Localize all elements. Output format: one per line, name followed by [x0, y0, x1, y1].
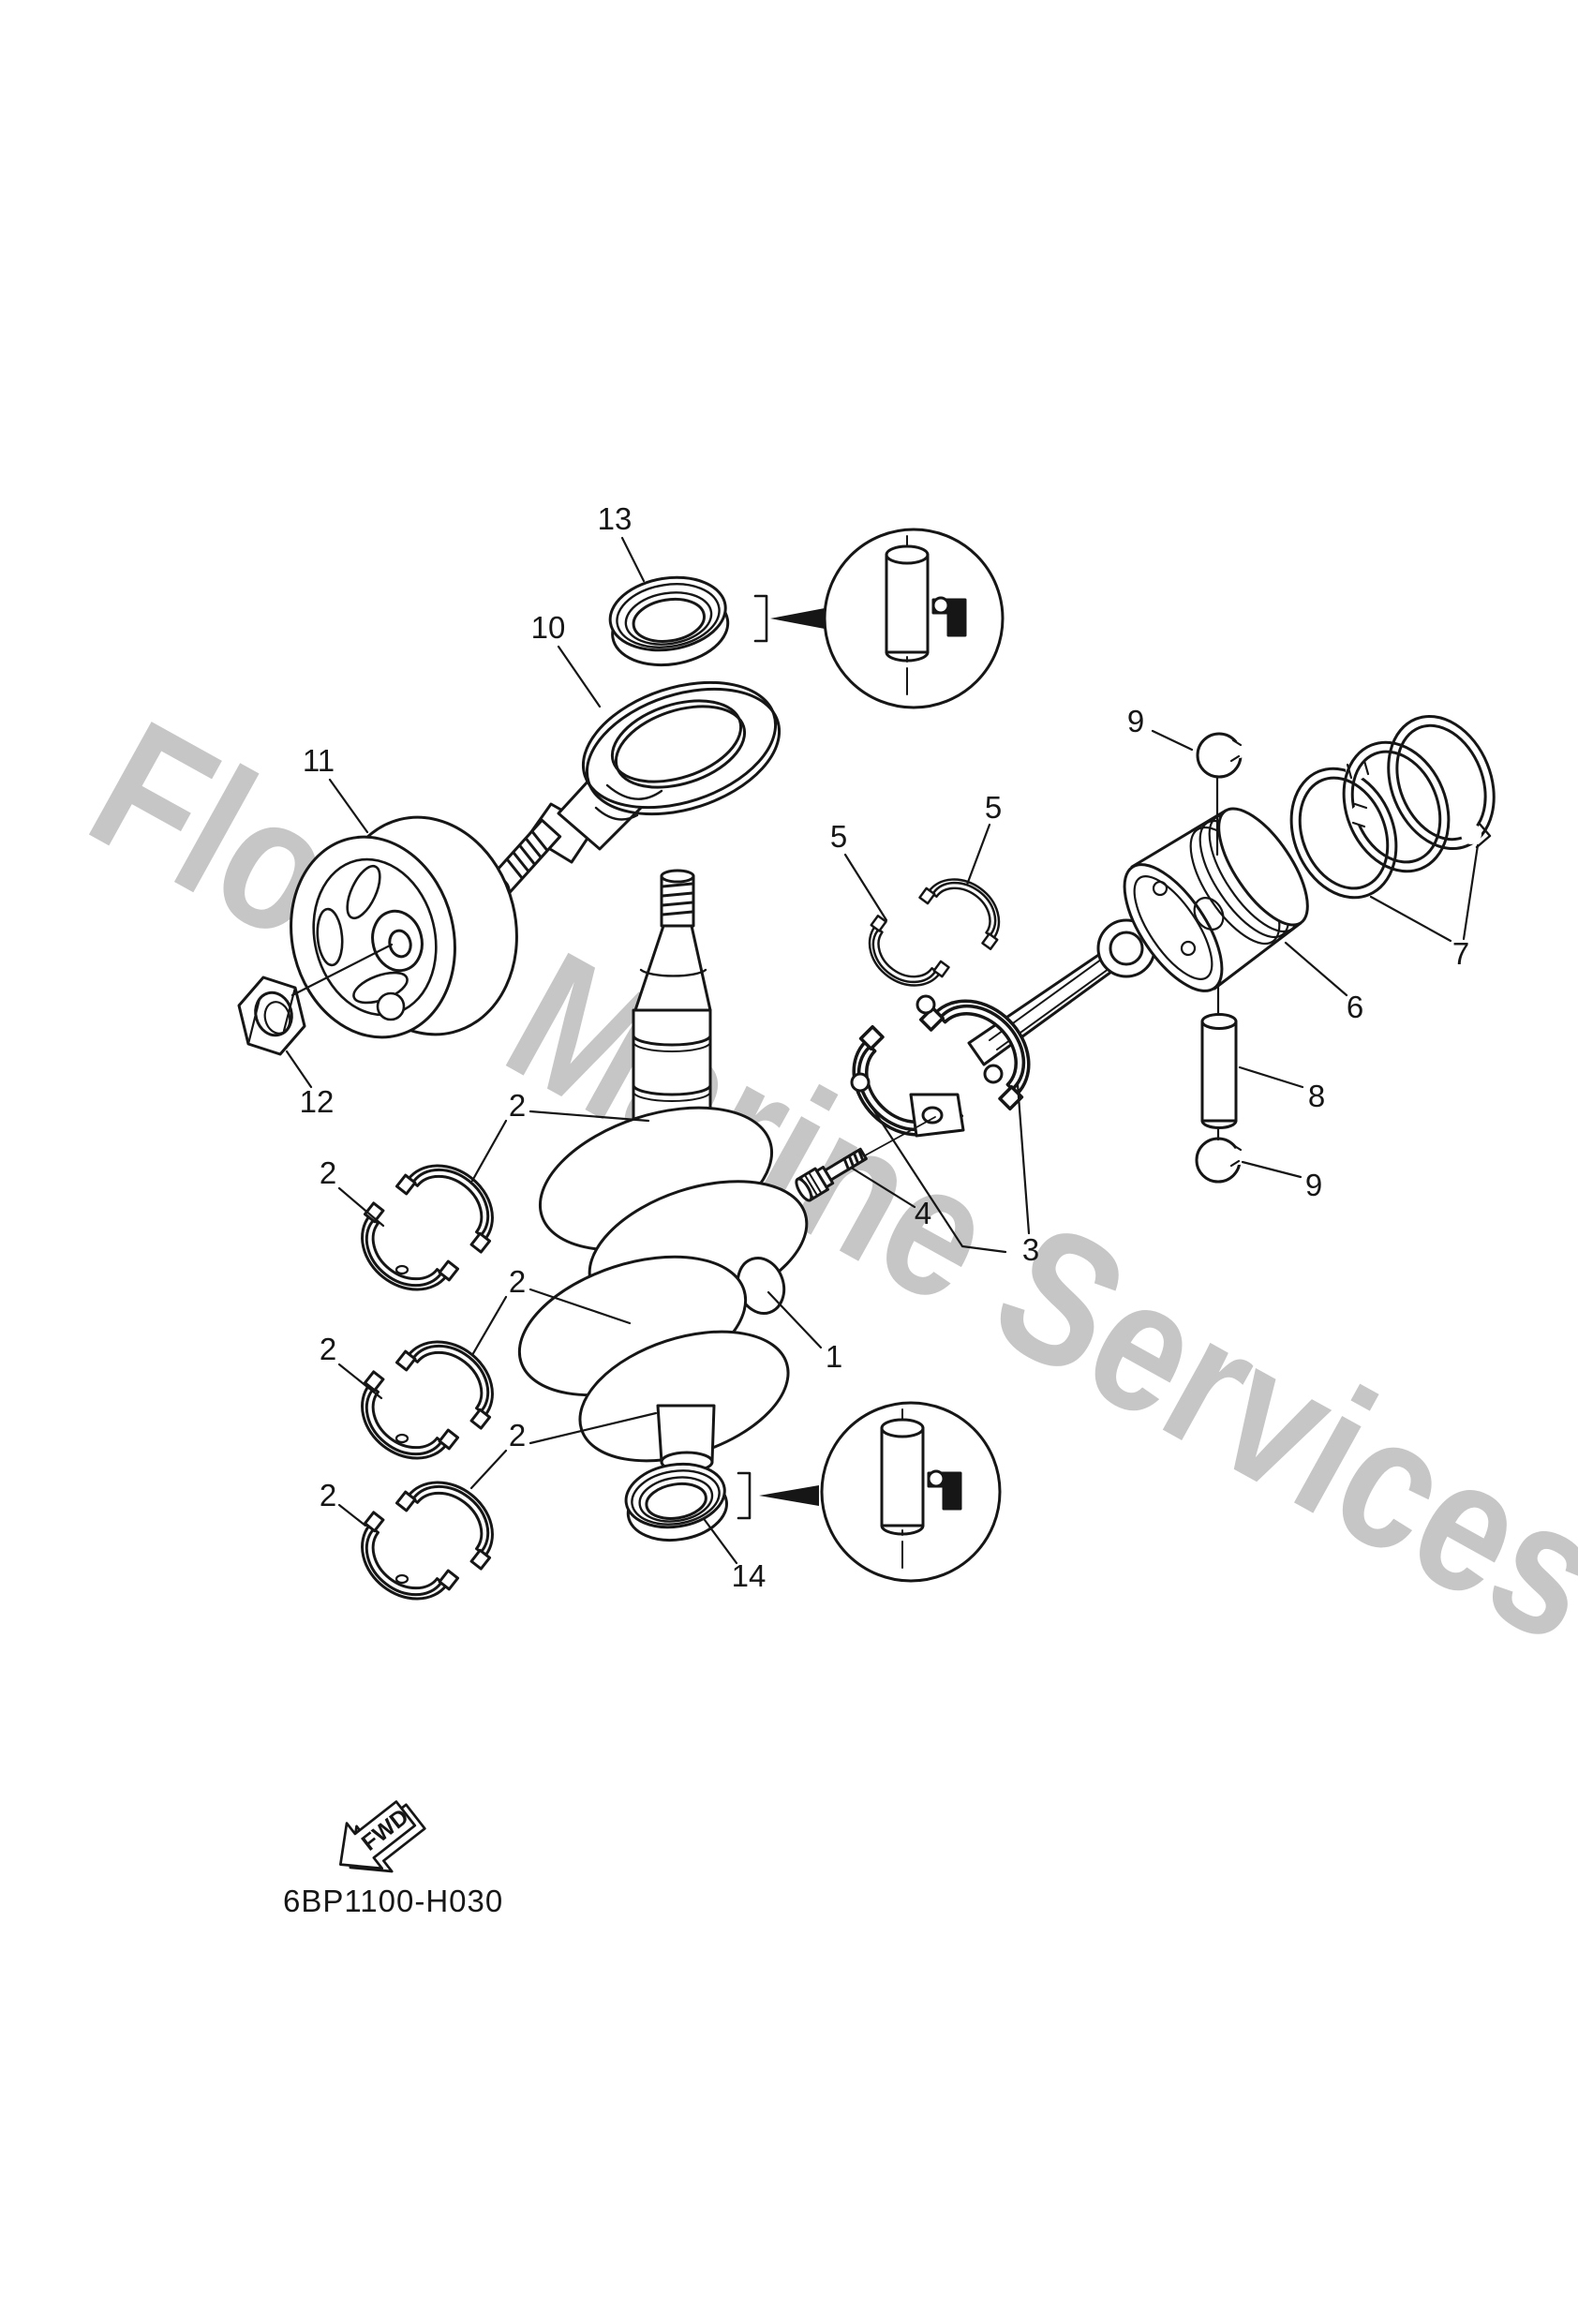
- leader-line: [328, 778, 369, 834]
- leader-line: [528, 1110, 650, 1123]
- leader-line: [337, 1503, 367, 1527]
- leader-line: [528, 1411, 658, 1445]
- leader-line: [851, 1167, 916, 1209]
- main-bearing-set-2-drawing: [339, 1143, 515, 1621]
- seal-housing-10-drawing: [485, 680, 782, 899]
- callout-4: 4: [915, 1196, 931, 1230]
- seal-detail-magnifier-bottom: [737, 1401, 1002, 1583]
- crankshaft-1-drawing: [517, 869, 809, 1473]
- rod-bolt-4-drawing: [795, 1116, 936, 1202]
- callout-2-3: 2: [509, 1264, 526, 1299]
- leader-line: [557, 645, 602, 708]
- nut-12-drawing: [237, 976, 306, 1056]
- leader-line: [290, 943, 394, 997]
- callout-5-left: 5: [830, 819, 847, 854]
- coupling-drum-11-drawing: [290, 815, 518, 1039]
- callout-2-1: 2: [509, 1088, 526, 1123]
- piston-pin-8-drawing: [1195, 732, 1247, 1184]
- leader-line: [1369, 895, 1452, 943]
- leader-line: [1238, 1065, 1304, 1089]
- piston-rings-7-drawing: [1289, 714, 1496, 900]
- callout-5-right: 5: [985, 790, 1002, 825]
- fwd-arrow-icon: FWD: [338, 1800, 426, 1873]
- callout-6: 6: [1347, 990, 1363, 1024]
- callout-13: 13: [598, 501, 633, 536]
- callout-2-5: 2: [509, 1418, 526, 1452]
- leader-line: [1151, 729, 1194, 752]
- leader-line: [1241, 1160, 1303, 1179]
- callout-2-6: 2: [320, 1478, 336, 1512]
- seal-detail-magnifier-top: [753, 528, 1005, 709]
- callout-10: 10: [531, 610, 566, 645]
- leader-line: [528, 1288, 632, 1325]
- leader-line: [767, 1290, 823, 1349]
- callout-14: 14: [732, 1558, 767, 1593]
- leader-line: [470, 1295, 508, 1357]
- leader-line: [470, 1119, 508, 1183]
- callout-7: 7: [1452, 936, 1469, 971]
- leader-lines: [285, 536, 1480, 1565]
- leader-line: [1016, 1082, 1031, 1235]
- callout-11: 11: [303, 743, 335, 778]
- leader-line: [965, 823, 991, 886]
- leader-line: [620, 536, 646, 583]
- leader-line: [1284, 941, 1348, 997]
- oil-seal-13-drawing: [608, 575, 730, 667]
- diagram-code: 6BP1100-H030: [283, 1884, 503, 1918]
- callout-9-top: 9: [1127, 704, 1144, 738]
- leader-line: [870, 1105, 1007, 1254]
- leader-line: [1462, 843, 1480, 941]
- oil-seal-14-drawing: [624, 1462, 728, 1542]
- callout-2-4: 2: [320, 1332, 336, 1366]
- callout-9-bottom: 9: [1305, 1168, 1322, 1202]
- leader-line: [703, 1518, 738, 1565]
- callout-12: 12: [300, 1084, 335, 1119]
- leader-line: [285, 1050, 313, 1089]
- rod-bearing-halves-5-drawing: [851, 861, 1018, 1004]
- callout-3: 3: [1022, 1232, 1039, 1267]
- leader-line: [843, 853, 888, 922]
- piston-6-drawing: [1123, 807, 1309, 992]
- callout-1: 1: [826, 1339, 842, 1374]
- leader-line: [337, 1363, 383, 1400]
- leader-line: [337, 1186, 385, 1228]
- callout-8: 8: [1308, 1079, 1325, 1113]
- callout-2-2: 2: [320, 1155, 336, 1190]
- leader-line: [469, 1449, 508, 1490]
